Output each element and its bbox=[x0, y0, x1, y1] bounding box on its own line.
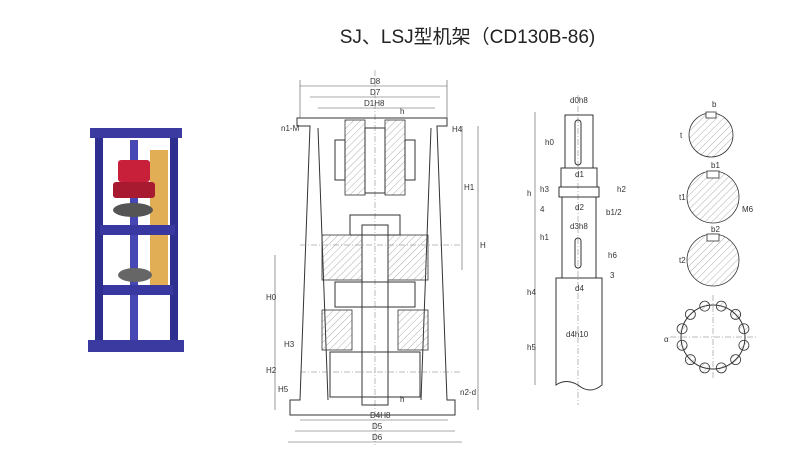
label-n1-m: n1-M bbox=[281, 124, 300, 133]
bolt-hole bbox=[730, 354, 742, 366]
label-h1: H1 bbox=[464, 183, 475, 192]
label-h3: H3 bbox=[284, 340, 295, 349]
label-h0: h0 bbox=[545, 138, 554, 147]
label-h2: h2 bbox=[617, 185, 626, 194]
bolt-hole bbox=[676, 323, 688, 335]
label-n2-d: n2-d bbox=[460, 388, 476, 397]
label-h2: H2 bbox=[266, 366, 277, 375]
label-d1: d1 bbox=[575, 170, 584, 179]
label-h4: h4 bbox=[527, 288, 536, 297]
label-h3: h3 bbox=[540, 185, 549, 194]
dim-d4h8: D4H8 bbox=[370, 411, 391, 420]
frame-section-drawing: D8 D7 D1H8 D4H8 D5 D6 n1-M H0 H3 H2 H5 h… bbox=[266, 70, 486, 445]
bolt-hole bbox=[738, 339, 750, 351]
label-b2: b2 bbox=[711, 225, 720, 234]
label-b1-2: b1/2 bbox=[606, 208, 622, 217]
label-h5: h5 bbox=[527, 343, 536, 352]
bolt-hole bbox=[738, 323, 750, 335]
label-alpha: α bbox=[664, 335, 669, 344]
label-t1: t1 bbox=[679, 193, 686, 202]
label-h-top: h bbox=[400, 107, 404, 116]
bolt-hole bbox=[699, 362, 711, 374]
frame-photo bbox=[88, 128, 184, 352]
label-h1: h1 bbox=[540, 233, 549, 242]
label-h: h bbox=[527, 189, 531, 198]
label-d2: d2 bbox=[575, 203, 584, 212]
page-title: SJ、LSJ型机架（CD130B-86) bbox=[339, 27, 596, 48]
label-b: b bbox=[712, 100, 717, 109]
label-H: H bbox=[480, 241, 486, 250]
label-h6: h6 bbox=[608, 251, 617, 260]
label-m6: M6 bbox=[742, 205, 754, 214]
label-t2: t2 bbox=[679, 256, 686, 265]
bolt-hole bbox=[730, 308, 742, 320]
dim-d1h8: D1H8 bbox=[364, 99, 385, 108]
label-b1: b1 bbox=[711, 161, 720, 170]
shaft-drawing: d0h8 h0 h d1 h3 h2 4 d2 b1/2 d3h8 h1 h6 … bbox=[527, 95, 626, 405]
dim-d8: D8 bbox=[370, 77, 381, 86]
label-d3h8: d3h8 bbox=[570, 222, 588, 231]
label-h5: H5 bbox=[278, 385, 289, 394]
label-d4h10: d4h10 bbox=[566, 330, 589, 339]
dim-d5: D5 bbox=[372, 422, 383, 431]
label-4: 4 bbox=[540, 205, 545, 214]
label-h0: H0 bbox=[266, 293, 277, 302]
label-3: 3 bbox=[610, 271, 615, 280]
key-sections: b t b1 t1 M6 b2 t2 α bbox=[664, 100, 757, 380]
dim-d7: D7 bbox=[370, 88, 381, 97]
label-h-bottom: h bbox=[400, 395, 404, 404]
label-d4: d4 bbox=[575, 284, 584, 293]
bolt-hole bbox=[715, 300, 727, 312]
label-h4: H4 bbox=[452, 125, 463, 134]
bolt-hole bbox=[715, 362, 727, 374]
label-t: t bbox=[680, 131, 683, 140]
dim-d6: D6 bbox=[372, 433, 383, 442]
bolt-hole bbox=[684, 354, 696, 366]
label-d0h8: d0h8 bbox=[570, 96, 588, 105]
bolt-hole bbox=[699, 300, 711, 312]
bolt-hole bbox=[684, 308, 696, 320]
bolt-hole bbox=[676, 339, 688, 351]
